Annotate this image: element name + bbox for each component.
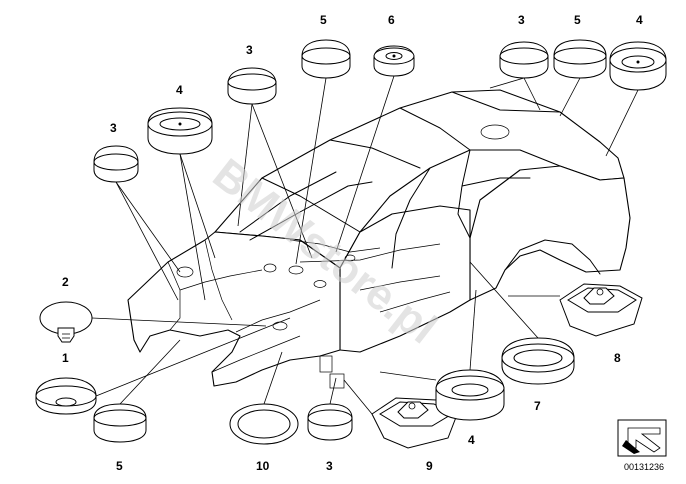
callout-9: 9 [426,459,433,473]
grommet-part-5-top-right [553,39,607,79]
leader-lines [91,75,639,415]
grommet-part-3-bottom-center [307,403,353,441]
callout-5: 5 [116,459,123,473]
callout-4: 4 [468,433,475,447]
callout-3: 3 [326,459,333,473]
callout-3: 3 [518,13,525,27]
jacking-pad-part-8 [559,283,643,337]
grommet-part-3-top-center [227,67,277,105]
grommet-part-1 [35,377,97,415]
callout-5: 5 [320,13,327,27]
callout-1: 1 [62,351,69,365]
grommet-part-3-upper-left [93,145,139,183]
callout-8: 8 [614,351,621,365]
cap-part-7 [501,337,575,385]
car-body-shell [127,89,631,389]
jacking-pad-part-9 [371,397,459,449]
grommet-part-3-top-right [499,41,549,79]
callout-10: 10 [256,459,270,473]
callout-labels: 1 2 3 3 3 3 4 4 4 5 5 5 6 7 8 9 10 [62,13,643,473]
plug-part-6 [373,45,415,77]
callout-2: 2 [62,275,69,289]
callout-5: 5 [574,13,581,27]
reference-code: 00131236 [624,462,664,472]
callout-3: 3 [246,43,253,57]
plug-part-4-upper-left [147,107,213,155]
callout-3: 3 [110,121,117,135]
ring-seal-part-10 [229,403,299,445]
rivet-plug-part-2 [39,301,93,343]
callout-7: 7 [534,399,541,413]
plug-part-4-top-right [609,41,667,91]
reference-box: 00131236 [617,419,667,472]
grommet-part-5-bottom-left [93,403,147,443]
arrow-icon [622,427,661,454]
callout-4: 4 [636,13,643,27]
plug-part-4-bottom [435,369,505,421]
grommet-part-5-top-center [301,39,351,79]
callout-4: 4 [176,83,183,97]
callout-6: 6 [388,13,395,27]
